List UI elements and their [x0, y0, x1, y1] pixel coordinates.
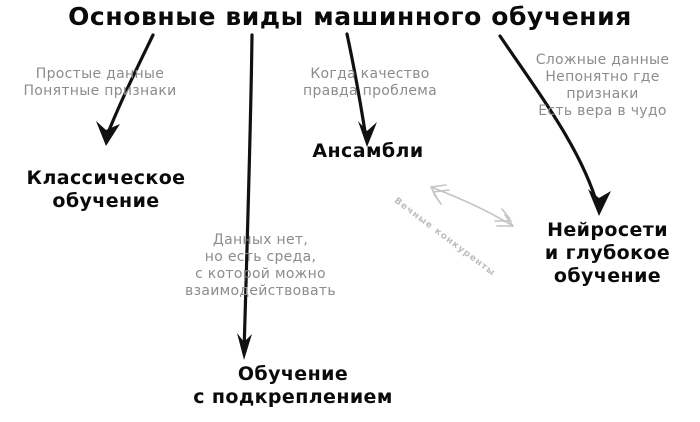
edge-label-classic: Простые данные Понятные признаки [23, 66, 177, 100]
node-neural: Нейросети и глубокое обучение [544, 219, 671, 288]
arrowhead-neural [588, 189, 611, 216]
rivals-label: Вечные конкуренты [391, 196, 498, 279]
rivals-arrow [430, 184, 514, 227]
edge-label-neural: Сложные данные Непонятно где признаки Ес… [535, 52, 670, 120]
node-classic: Классическое обучение [26, 167, 186, 213]
page-title: Основные виды машинного обучения [68, 2, 632, 31]
node-reinforcement: Обучение с подкреплением [193, 363, 393, 409]
arrowhead-classic [96, 121, 120, 146]
node-ensembles: Ансамбли [312, 140, 424, 162]
edge-label-reinforcement: Данных нет, но есть среда, с которой мож… [185, 232, 336, 300]
arrowhead-reinforcement [237, 333, 252, 360]
arrow-to-reinforcement [242, 33, 254, 354]
edge-label-ensembles: Когда качество правда проблема [302, 66, 438, 100]
